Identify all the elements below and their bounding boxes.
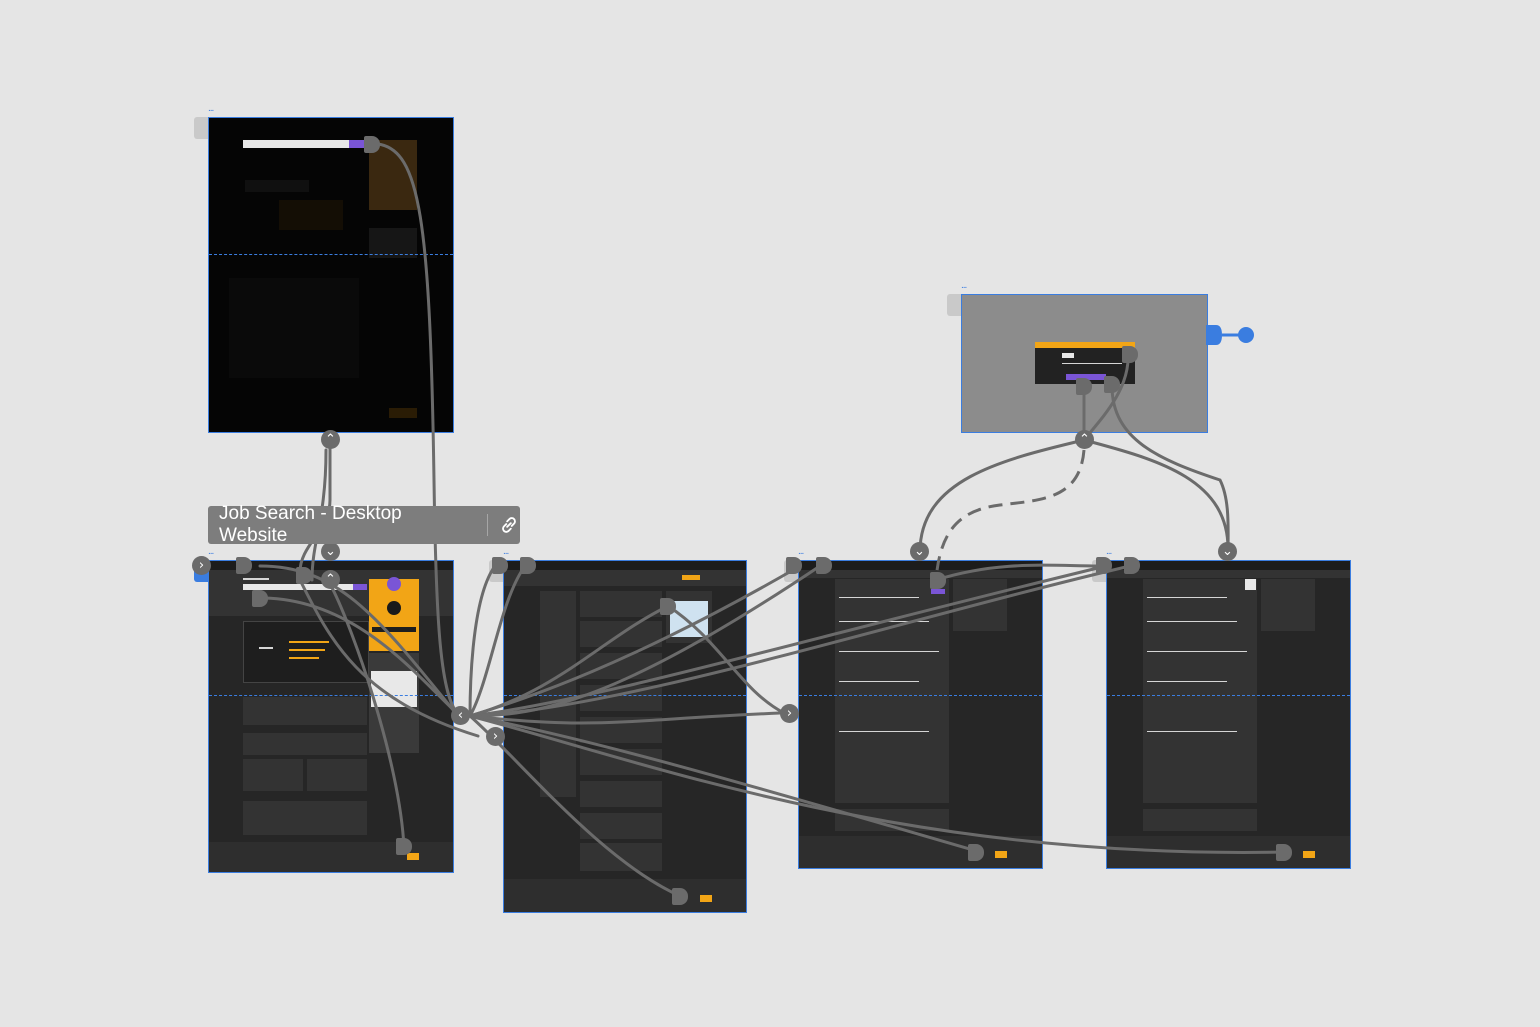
hotspot-handle[interactable] — [660, 598, 676, 615]
artboard-menu-dots[interactable]: ... — [208, 546, 214, 557]
hotspot-handle[interactable] — [520, 557, 536, 574]
chevron-up-icon[interactable]: ⌃ — [1075, 430, 1094, 449]
hotspot-handle[interactable] — [1124, 557, 1140, 574]
hotspot-handle[interactable] — [1096, 557, 1112, 574]
artboard-menu-dots[interactable]: ... — [798, 546, 804, 557]
hotspot-handle[interactable] — [364, 136, 380, 153]
hotspot-handle[interactable] — [968, 844, 984, 861]
hotspot-handle[interactable] — [786, 557, 802, 574]
artboard-job-results[interactable] — [503, 560, 747, 913]
chevron-up-icon[interactable]: ⌃ — [321, 430, 340, 449]
hotspot-handle[interactable] — [396, 838, 412, 855]
chevron-left-icon[interactable]: ‹ — [451, 706, 470, 725]
hotspot-handle[interactable] — [1104, 376, 1120, 393]
hotspot-handle[interactable] — [296, 567, 312, 584]
artboard-job-detail-b[interactable] — [1106, 560, 1351, 869]
artboard-menu-dots[interactable]: ... — [961, 280, 967, 291]
hotspot-handle[interactable] — [672, 888, 688, 905]
connection-handle[interactable] — [1206, 323, 1258, 347]
hotspot-handle[interactable] — [1076, 378, 1092, 395]
artboard-overlay-dialog[interactable] — [961, 294, 1208, 433]
chevron-up-icon[interactable]: ⌃ — [321, 570, 340, 589]
artboard-tab[interactable] — [947, 294, 961, 316]
hotspot-handle[interactable] — [930, 572, 946, 589]
hotspot-handle[interactable] — [1122, 346, 1138, 363]
chevron-right-icon[interactable]: › — [486, 727, 505, 746]
chevron-down-icon[interactable]: ⌄ — [910, 542, 929, 561]
artboard-title: Job Search - Desktop Website — [219, 503, 402, 546]
hotspot-handle[interactable] — [1276, 844, 1292, 861]
chevron-right-icon[interactable]: › — [192, 556, 211, 575]
artboard-search-overlay[interactable] — [208, 117, 454, 433]
hotspot-handle[interactable] — [236, 557, 252, 574]
artboard-menu-dots[interactable]: ... — [208, 103, 214, 114]
chevron-down-icon[interactable]: ⌄ — [321, 542, 340, 561]
artboard-job-search-desktop[interactable] — [208, 560, 454, 873]
hotspot-handle[interactable] — [492, 557, 508, 574]
artboard-menu-dots[interactable]: ... — [1106, 546, 1112, 557]
link-icon[interactable] — [498, 514, 520, 536]
chevron-down-icon[interactable]: ⌄ — [1218, 542, 1237, 561]
hotspot-handle[interactable] — [252, 590, 268, 607]
chevron-right-icon[interactable]: › — [780, 704, 799, 723]
artboard-tab[interactable] — [194, 117, 208, 139]
artboard-menu-dots[interactable]: ... — [503, 546, 509, 557]
hotspot-handle[interactable] — [816, 557, 832, 574]
artboard-title-bubble[interactable]: Job Search - Desktop Website — [208, 503, 520, 546]
artboard-job-detail-a[interactable] — [798, 560, 1043, 869]
divider — [487, 514, 489, 536]
